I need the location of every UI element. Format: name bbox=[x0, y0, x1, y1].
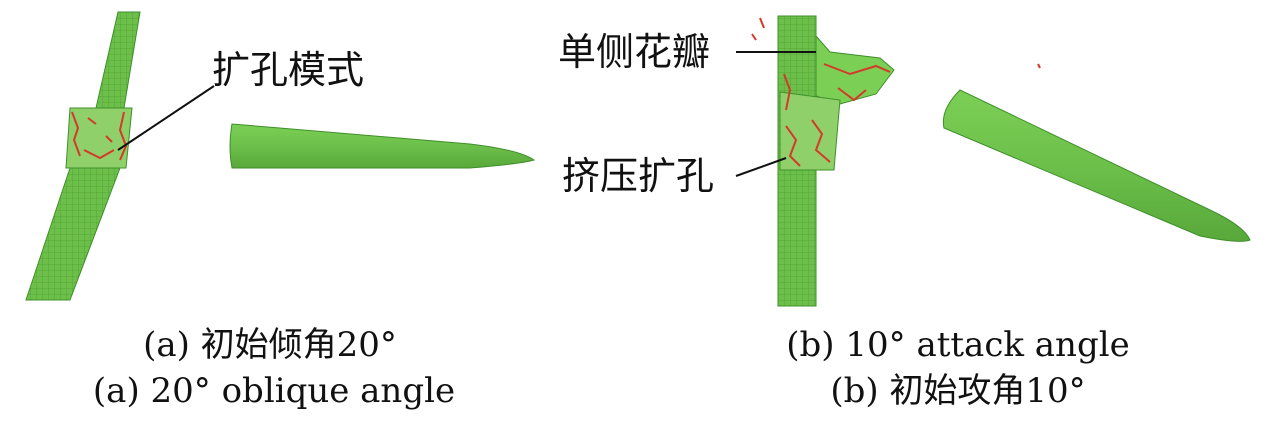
annotation-expansion-mode: 扩孔模式 bbox=[212, 48, 365, 92]
crushed-hole-region bbox=[779, 91, 841, 171]
caption-a-line1: (a) 初始倾角20° bbox=[143, 325, 397, 365]
caption-a-line2: (a) 20° oblique angle bbox=[92, 371, 456, 411]
panel-a: 扩孔模式 (a) 初始倾角20° (a) 20° oblique angle bbox=[25, 11, 536, 411]
projectile-b bbox=[942, 89, 1251, 242]
damage-marks-a bbox=[71, 111, 128, 161]
hole-region bbox=[65, 107, 133, 169]
annotation-extrusion-expansion: 挤压扩孔 bbox=[562, 154, 715, 198]
caption-b-line2: (b) 初始攻角10° bbox=[830, 371, 1086, 411]
panel-b-figure bbox=[735, 15, 1251, 307]
target-plate-lower bbox=[25, 167, 121, 301]
panel-b: 单侧花瓣 挤压扩孔 (b) 10° attack angle (b) 初始攻角1… bbox=[558, 0, 1276, 422]
projectile-a bbox=[229, 123, 536, 169]
leader-line-a bbox=[117, 85, 215, 151]
leader-line-b-bottom bbox=[735, 157, 787, 177]
target-plate-upper bbox=[95, 11, 141, 109]
caption-b-line1: (b) 10° attack angle bbox=[786, 325, 1130, 365]
annotation-single-side-petal: 单侧花瓣 bbox=[558, 30, 711, 74]
panel-a-figure bbox=[25, 11, 536, 301]
damage-marks-b bbox=[751, 17, 1041, 167]
single-side-petal bbox=[815, 34, 895, 105]
